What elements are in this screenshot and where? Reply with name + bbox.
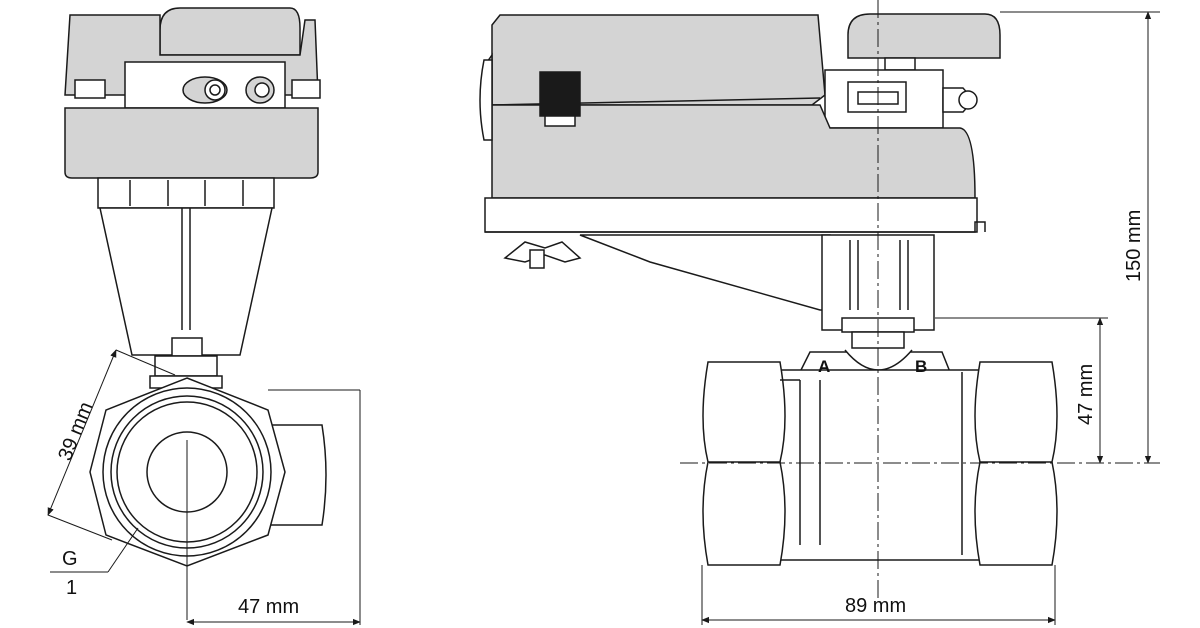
dim-150mm xyxy=(1000,11,1160,464)
dim-label-150mm: 150 mm xyxy=(1123,210,1145,282)
manual-knob-side xyxy=(159,7,301,56)
manual-knob-front xyxy=(847,13,1001,59)
valve-body-front xyxy=(779,369,981,561)
bracket-front xyxy=(579,234,841,311)
side-view xyxy=(64,7,327,567)
port-label-a: A xyxy=(818,357,830,376)
dim-39mm xyxy=(47,349,176,541)
dim-47mm-side xyxy=(186,389,361,626)
dim-label-89mm: 89 mm xyxy=(845,595,906,617)
dim-89mm xyxy=(701,565,1056,625)
actuator-base-side xyxy=(64,107,319,179)
front-view xyxy=(479,13,1058,566)
thread-label-g: G xyxy=(62,548,78,570)
ribbed-slider xyxy=(539,71,581,117)
port-label-b: B xyxy=(915,357,927,376)
dim-label-47mm-axis: 47 mm xyxy=(1075,364,1097,425)
dim-label-39mm: 39 mm xyxy=(54,399,97,464)
thread-label-size: 1 xyxy=(66,577,77,599)
thread-leader xyxy=(50,527,139,573)
dim-47mm-axis xyxy=(935,317,1108,464)
dim-label-47mm-side: 47 mm xyxy=(238,596,299,618)
bracket-side xyxy=(99,207,273,356)
